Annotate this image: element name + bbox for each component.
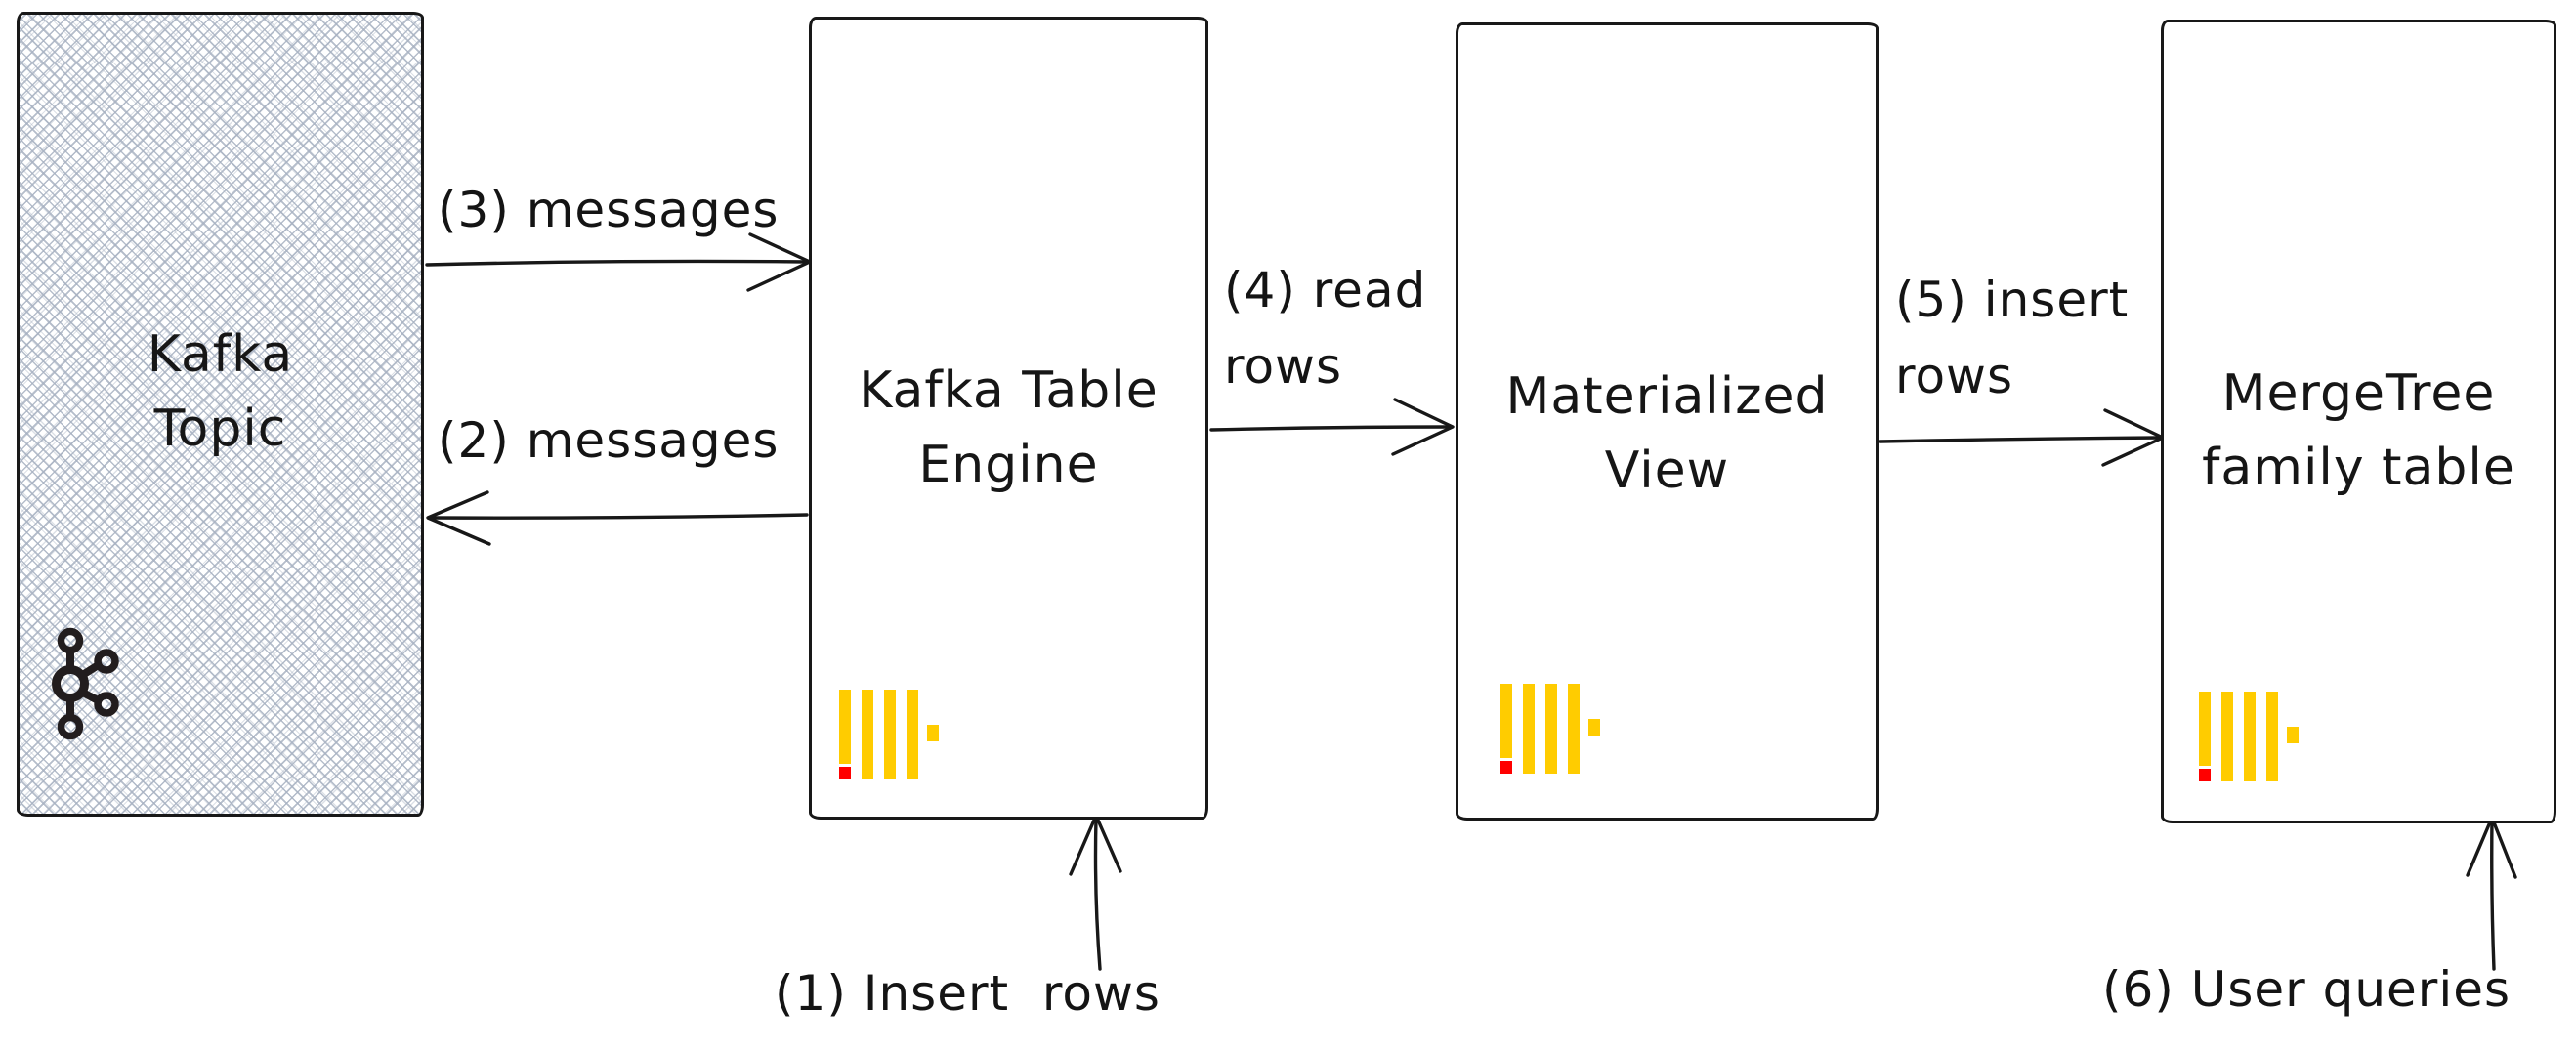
clickhouse-bar: [2221, 692, 2233, 781]
edge-2-label: (2) messages: [438, 412, 780, 469]
clickhouse-bar: [884, 690, 896, 779]
clickhouse-bar: [2266, 692, 2278, 781]
edge-5-label: (5) insert rows: [1895, 272, 2130, 404]
node-mergetree-family-table-title: MergeTree family table: [2202, 364, 2515, 497]
edge-1-label: (1) Insert rows: [775, 965, 1161, 1022]
node-materialized-view: Materialized View: [1456, 22, 1879, 821]
clickhouse-icon: [1500, 684, 1600, 774]
clickhouse-bar: [1523, 684, 1535, 774]
clickhouse-bar: [1545, 684, 1557, 774]
node-kafka-table-engine: Kafka Table Engine: [809, 17, 1208, 820]
edge-4-arrow: [1209, 398, 1455, 456]
clickhouse-bar: [2199, 692, 2211, 766]
edge-1-arrow: [1069, 814, 1122, 971]
node-materialized-view-title: Materialized View: [1505, 367, 1829, 500]
clickhouse-bar: [907, 690, 918, 779]
kafka-icon: [52, 627, 119, 740]
edge-2-arrow: [426, 490, 809, 546]
clickhouse-bar: [1568, 684, 1580, 774]
edge-3-label: (3) messages: [438, 182, 780, 238]
clickhouse-bar: [839, 690, 851, 764]
node-kafka-topic: Kafka Topic: [17, 12, 424, 817]
clickhouse-bar: [2244, 692, 2256, 781]
clickhouse-square: [1588, 719, 1600, 736]
clickhouse-square: [2287, 727, 2299, 743]
clickhouse-square: [927, 725, 939, 741]
clickhouse-red-cell: [1500, 761, 1512, 774]
node-kafka-table-engine-title: Kafka Table Engine: [859, 361, 1159, 494]
node-kafka-topic-title: Kafka Topic: [147, 325, 294, 458]
node-mergetree-family-table: MergeTree family table: [2161, 20, 2556, 823]
clickhouse-bar: [1500, 684, 1512, 758]
edge-5-arrow: [1879, 408, 2165, 467]
clickhouse-icon: [2199, 692, 2299, 781]
clickhouse-bar: [862, 690, 873, 779]
clickhouse-red-cell: [2199, 769, 2211, 781]
edge-6-arrow: [2466, 816, 2517, 971]
edge-6-label: (6) User queries: [2102, 961, 2512, 1018]
clickhouse-icon: [839, 690, 939, 779]
edge-4-label: (4) read rows: [1224, 262, 1427, 395]
clickhouse-red-cell: [839, 767, 851, 779]
